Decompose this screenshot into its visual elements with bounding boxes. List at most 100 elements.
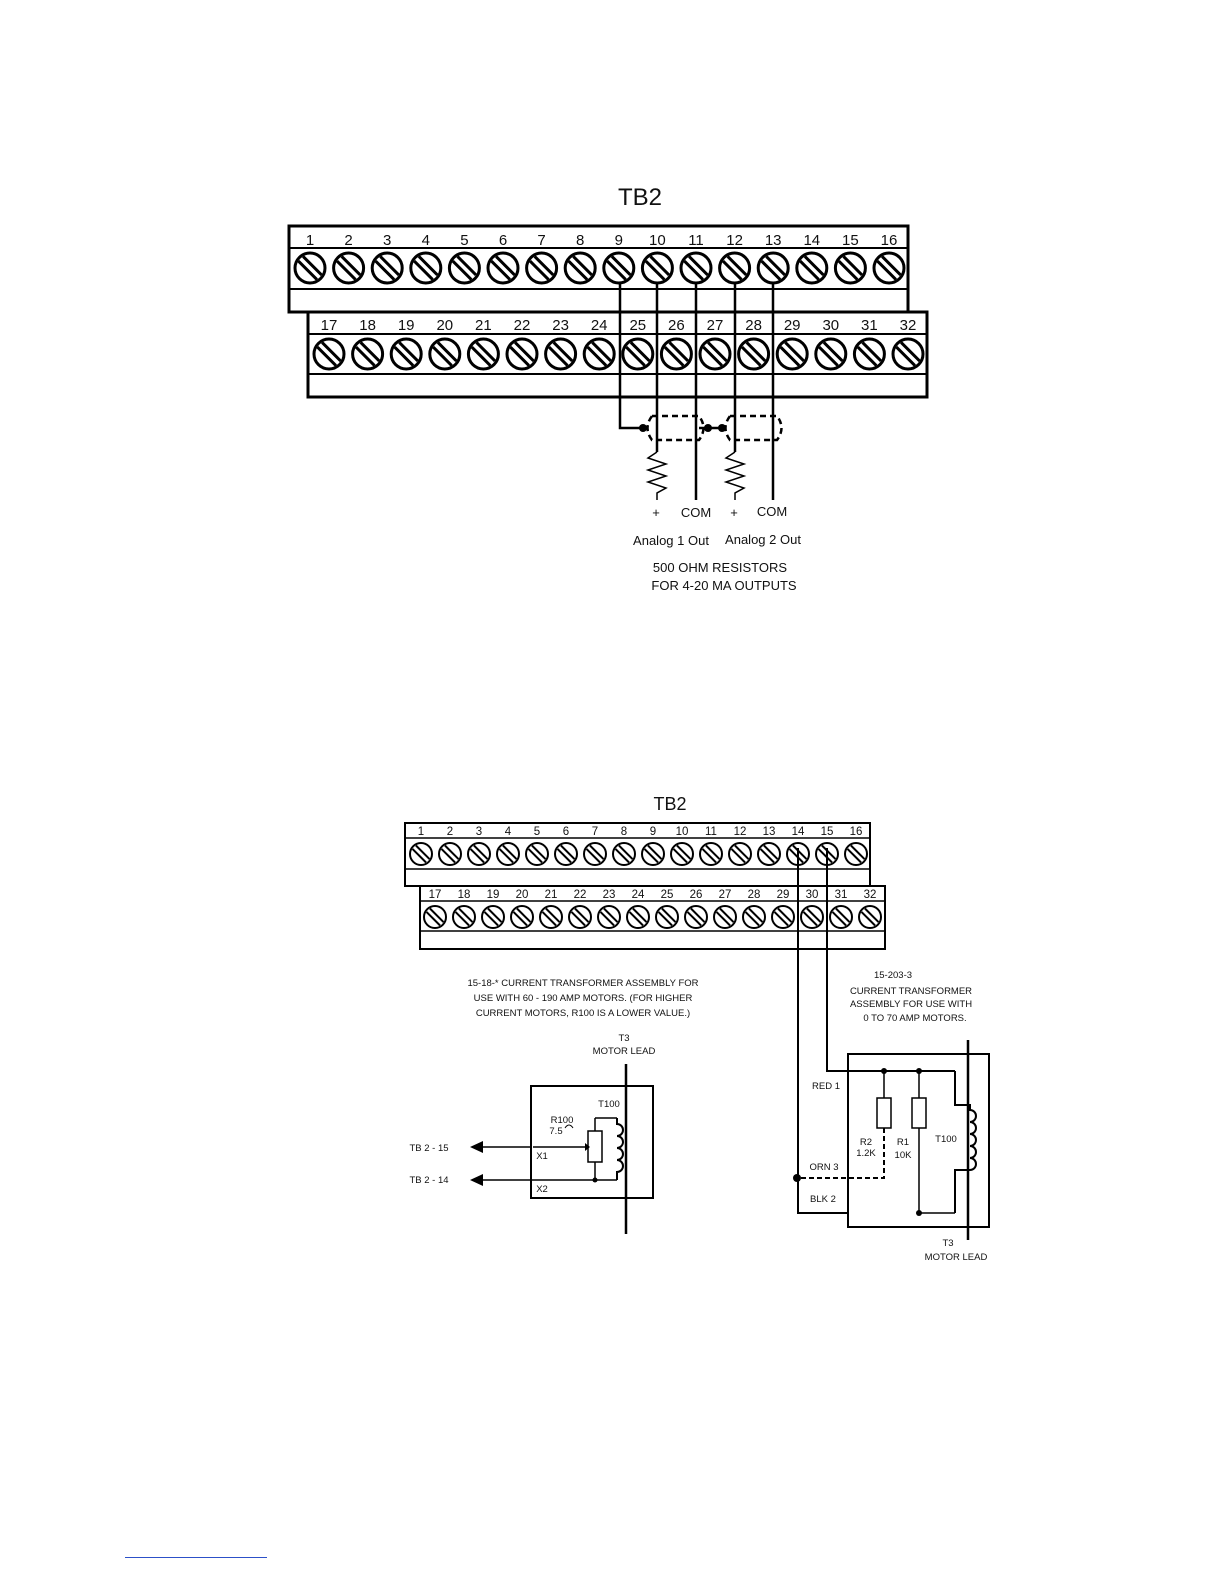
fig2-left-motor-lead: MOTOR LEAD: [593, 1046, 656, 1057]
fig1-bottom-terminal-number: 28: [745, 317, 762, 334]
fig1-top-terminal-number: 8: [576, 232, 584, 249]
fig1-bottom-terminal-number: 22: [514, 317, 531, 334]
fig1-top-terminal-number: 4: [422, 232, 430, 249]
fig1-bottom-screw-icon: [544, 337, 578, 371]
fig1-bottom-screw-icon: [312, 337, 346, 371]
fig2-top-screw-icon: [438, 842, 462, 866]
fig2-bottom-screw-icon: [597, 905, 621, 929]
fig1-note-line-1: 500 OHM RESISTORS: [653, 560, 787, 575]
fig2-bottom-screw-icon: [742, 905, 766, 929]
fig2-top-terminal-number: 7: [592, 826, 598, 838]
fig2-top-terminal-number: 9: [650, 826, 656, 838]
fig2-bottom-screw-icon: [423, 905, 447, 929]
fig1-bottom-screw-icon: [428, 337, 462, 371]
fig1-bottom-screw-icon: [621, 337, 655, 371]
fig2-tb2-15-label: TB 2 - 15: [409, 1143, 448, 1154]
fig2-bottom-screw-icon: [684, 905, 708, 929]
fig1-top-terminal-number: 10: [649, 232, 666, 249]
fig2-r2-label: R2: [860, 1137, 872, 1148]
footnote-separator: [125, 1557, 267, 1558]
fig2-left-t3: T3: [618, 1033, 629, 1044]
fig2-bottom-terminal-number: 21: [545, 889, 558, 901]
fig1-top-terminal-number: 7: [537, 232, 545, 249]
fig1-top-screw-icon: [833, 251, 867, 285]
fig2-right-t100: T100: [935, 1134, 957, 1145]
fig1-bottom-terminal-number: 20: [436, 317, 453, 334]
fig1-top-terminal-number: 9: [615, 232, 623, 249]
fig1-bottom-screw-icon: [351, 337, 385, 371]
fig1-bottom-terminal-number: 21: [475, 317, 492, 334]
fig1-top-terminal-number: 6: [499, 232, 507, 249]
fig1-top-screw-icon: [447, 251, 481, 285]
fig2-top-terminal-number: 10: [676, 826, 689, 838]
fig2-top-screw-icon: [670, 842, 694, 866]
fig2-left-note-2: USE WITH 60 - 190 AMP MOTORS. (FOR HIGHE…: [474, 993, 693, 1004]
fig1-top-terminal-number: 16: [881, 232, 898, 249]
fig1-top-terminal-number: 11: [688, 232, 704, 249]
fig2-top-terminal-number: 3: [476, 826, 482, 838]
fig1-plus-1: +: [652, 505, 660, 520]
fig2-left-ct-assembly: [470, 1064, 654, 1234]
fig2-left-note-3: CURRENT MOTORS, R100 IS A LOWER VALUE.): [476, 1008, 690, 1019]
fig2-top-screw-icon: [612, 842, 636, 866]
fig1-top-screw-icon: [640, 251, 674, 285]
fig1-bottom-screw-icon: [852, 337, 886, 371]
fig2-bottom-terminal-number: 28: [748, 889, 761, 901]
fig1-bottom-screw-icon: [698, 337, 732, 371]
fig1-top-screw-icon: [525, 251, 559, 285]
fig1-top-screw-icon: [602, 251, 636, 285]
fig2-bottom-terminal-number: 18: [458, 889, 471, 901]
fig2-bottom-screw-icon: [452, 905, 476, 929]
fig1-bottom-terminal-number: 27: [707, 317, 724, 334]
fig1-top-screw-icon: [293, 251, 327, 285]
fig2-right-note-4: 0 TO 70 AMP MOTORS.: [863, 1013, 966, 1024]
fig2-top-terminal-number: 13: [763, 826, 776, 838]
fig2-top-screw-icon: [757, 842, 781, 866]
fig2-tb2-14-label: TB 2 - 14: [409, 1175, 448, 1186]
fig2-bottom-screw-icon: [713, 905, 737, 929]
fig2-bottom-terminal-number: 19: [487, 889, 500, 901]
fig1-analog-1-label: Analog 1 Out: [633, 533, 709, 548]
fig2-bottom-terminal-number: 31: [835, 889, 848, 901]
fig2-top-terminal-number: 5: [534, 826, 540, 838]
fig2-bottom-terminal-number: 25: [661, 889, 674, 901]
fig2-blk2-label: BLK 2: [810, 1194, 836, 1205]
fig2-top-terminal-number: 1: [418, 826, 424, 838]
fig2-bottom-screw-icon: [510, 905, 534, 929]
fig1-top-screw-icon: [409, 251, 443, 285]
fig2-bottom-terminal-number: 30: [806, 889, 819, 901]
fig2-r100-label: R100: [551, 1115, 574, 1126]
fig2-bottom-screw-icon: [771, 905, 795, 929]
fig1-bottom-screw-icon: [737, 337, 771, 371]
fig1-top-terminal-number: 1: [306, 232, 314, 249]
fig1-bottom-screw-icon: [891, 337, 925, 371]
fig2-title: TB2: [653, 794, 686, 814]
fig2-bottom-screw-icon: [481, 905, 505, 929]
fig1-top-screw-icon: [332, 251, 366, 285]
fig1-bottom-terminal-number: 18: [359, 317, 376, 334]
fig1-bottom-terminal-number: 30: [822, 317, 839, 334]
fig1-top-screw-icon: [679, 251, 713, 285]
fig1-top-screw-icon: [563, 251, 597, 285]
fig2-r100-value: 7.5: [549, 1126, 562, 1137]
fig1-bottom-terminal-number: 19: [398, 317, 415, 334]
fig2-x2-label: X2: [536, 1184, 548, 1195]
fig2-top-screw-icon: [728, 842, 752, 866]
fig1-bottom-screw-icon: [582, 337, 616, 371]
fig2-top-terminal-number: 6: [563, 826, 569, 838]
fig1-bottom-screw-icon: [775, 337, 809, 371]
fig2-bottom-terminal-number: 29: [777, 889, 790, 901]
fig2-left-note-1: 15-18-* CURRENT TRANSFORMER ASSEMBLY FOR: [467, 978, 698, 989]
fig1-bottom-screw-icon: [814, 337, 848, 371]
fig2-top-terminal-number: 15: [821, 826, 834, 838]
fig2-bottom-terminal-number: 32: [864, 889, 877, 901]
fig1-com-2: COM: [757, 504, 787, 519]
fig1-bottom-terminal-number: 23: [552, 317, 569, 334]
fig2-bottom-screw-icon: [655, 905, 679, 929]
fig1-top-terminal-number: 13: [765, 232, 782, 249]
fig2-top-terminal-number: 12: [734, 826, 747, 838]
